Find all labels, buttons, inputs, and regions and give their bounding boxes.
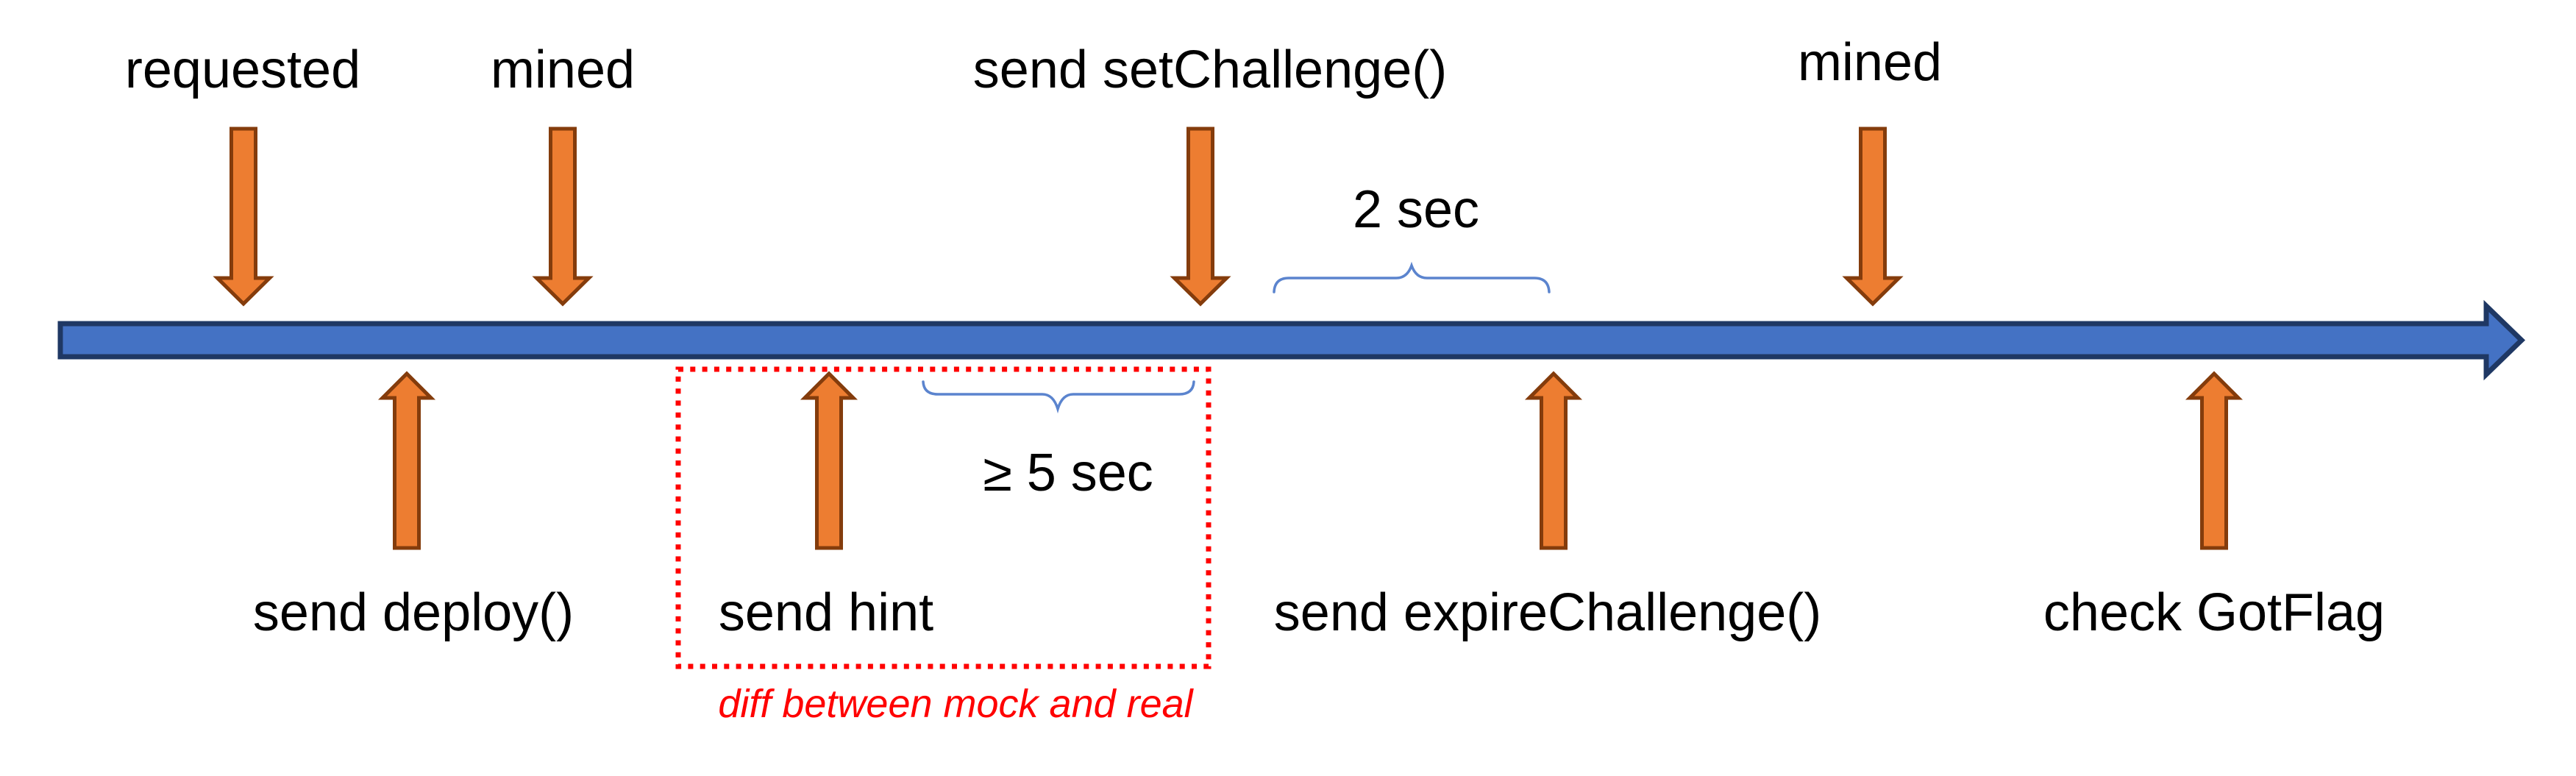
event-label-hint: send hint	[718, 583, 934, 642]
up-arrow-hint	[800, 371, 858, 550]
event-label-checkgotflag: check GotFlag	[2043, 583, 2385, 642]
event-label-deploy: send deploy()	[252, 583, 574, 642]
event-label-mined-right: mined	[1797, 33, 1943, 92]
event-label-mined-left: mined	[490, 40, 636, 99]
down-arrow-setchallenge	[1170, 127, 1231, 307]
up-arrow-expirechallenge	[1524, 371, 1583, 550]
brace-5sec	[922, 380, 1195, 414]
interval-label-2sec: 2 sec	[1352, 180, 1480, 239]
interval-label-5sec: ≥ 5 sec	[983, 444, 1153, 502]
event-label-setchallenge: send setChallenge()	[972, 40, 1448, 99]
down-arrow-mined-left	[532, 127, 594, 307]
up-arrow-deploy	[377, 371, 436, 550]
up-arrow-checkgotflag	[2185, 371, 2244, 550]
timeline-arrow	[57, 299, 2526, 381]
event-label-requested: requested	[124, 40, 361, 99]
brace-2sec	[1273, 261, 1551, 293]
down-arrow-requested	[213, 127, 274, 307]
event-label-expirechallenge: send expireChallenge()	[1273, 583, 1822, 642]
down-arrow-mined-right	[1842, 127, 1904, 307]
mock-vs-real-highlight-box	[675, 366, 1211, 669]
mock-vs-real-note: diff between mock and real	[718, 682, 1193, 726]
